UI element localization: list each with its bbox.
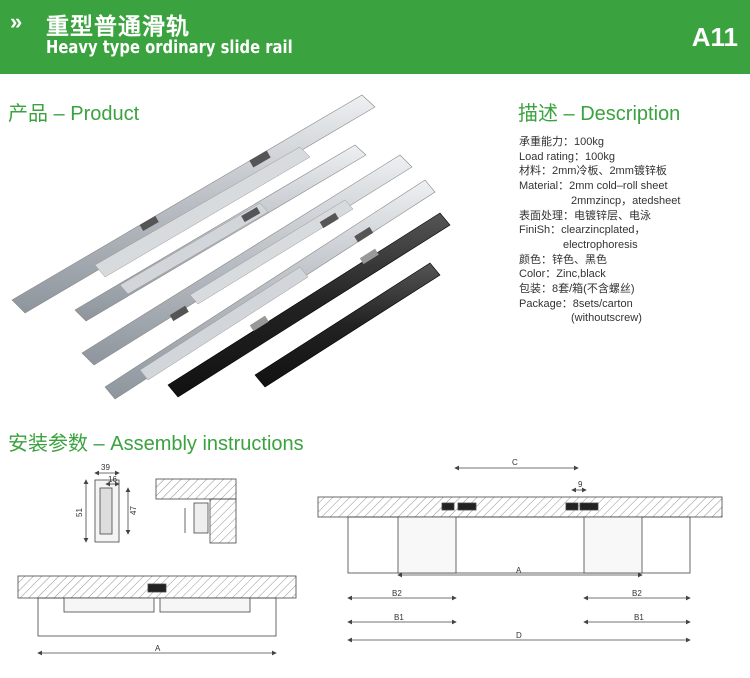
spec-line: Material：2mm cold–roll sheet — [519, 180, 668, 193]
spec-line: 材料：2mm冷板、2mm镀锌板 — [519, 165, 667, 178]
mount-detail — [155, 478, 237, 544]
dim-A-right: A — [516, 566, 522, 575]
dim-B2-right: B2 — [632, 589, 642, 598]
section-product-heading: 产品 – Product — [8, 103, 140, 125]
dim-47: 47 — [129, 506, 138, 515]
spec-line: 颜色：锌色、黑色 — [519, 253, 607, 266]
dim-C: C — [512, 458, 518, 467]
silver-rail-2 — [74, 144, 367, 322]
spec-line: 包装：8套/箱(不含螺丝) — [519, 283, 635, 296]
dim-16: 16 — [108, 475, 117, 484]
front-view-left: A — [17, 575, 297, 656]
dim-B1-left: B1 — [394, 613, 404, 622]
black-rail-2 — [254, 262, 441, 388]
dim-D: D — [516, 631, 522, 640]
header-banner: » 重型普通滑轨 Heavy type ordinary slide rail … — [0, 0, 750, 74]
silver-rail-3 — [81, 154, 413, 366]
black-rail-1 — [167, 212, 451, 398]
dim-39: 39 — [101, 463, 110, 472]
spec-line: 表面处理：电镀锌层、电泳 — [519, 209, 651, 222]
spec-line: (withoutscrew) — [571, 312, 642, 325]
dim-A-left: A — [155, 644, 161, 653]
cross-section-detail: 39 16 51 47 — [75, 463, 138, 543]
title-chinese: 重型普通滑轨 — [46, 13, 190, 39]
dim-B2-left: B2 — [392, 589, 402, 598]
spec-line: Package：8sets/carton — [519, 297, 633, 310]
silver-rail-1 — [11, 94, 376, 314]
section-assembly-heading: 安装参数 – Assembly instructions — [8, 433, 304, 455]
dim-B1-right: B1 — [634, 613, 644, 622]
spec-line: electrophoresis — [563, 238, 638, 251]
spec-line: 2mmzincp，atedsheet — [571, 194, 681, 207]
spec-line: Load rating：100kg — [519, 150, 616, 163]
silver-rail-4 — [104, 179, 436, 400]
front-view-right: C 9 A B2 B2 B1 B1 D — [317, 458, 723, 643]
description-list: 承重能力：100kg Load rating：100kg 材料：2mm冷板、2m… — [519, 135, 680, 326]
spec-line: FiniSh：clearzincplated， — [519, 224, 646, 237]
title-english: Heavy type ordinary slide rail — [46, 37, 293, 58]
product-code: A11 — [691, 22, 738, 52]
assembly-drawings: 39 16 51 47 A C 9 A B2 — [17, 458, 723, 656]
dim-51: 51 — [75, 508, 84, 517]
dim-9: 9 — [578, 480, 583, 489]
section-description-heading: 描述 – Description — [518, 103, 681, 125]
double-chevron-icon: » — [10, 9, 22, 34]
spec-line: Color：Zinc,black — [519, 268, 606, 281]
spec-line: 承重能力：100kg — [519, 136, 604, 148]
product-photo — [11, 94, 451, 400]
